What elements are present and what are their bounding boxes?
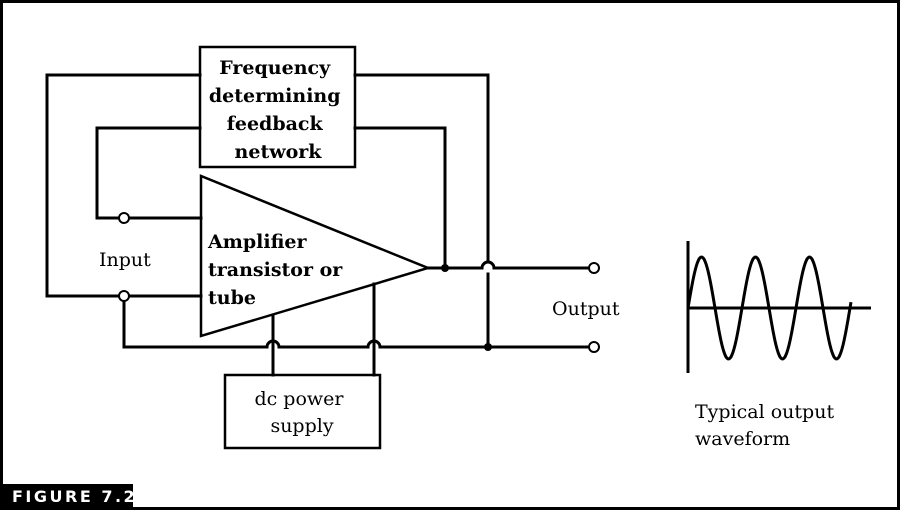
right-feedback-wire-upper: [353, 73, 490, 264]
waveform-label-line-1: Typical output: [695, 401, 834, 423]
power-supply-label: dc power supply: [254, 388, 349, 437]
amplifier-line-1: Amplifier: [207, 231, 307, 253]
amplifier-line-3: tube: [208, 287, 256, 309]
power-supply-line-1: dc power: [254, 388, 344, 410]
amplifier-triangle: [199, 174, 432, 338]
input-terminal-upper: [118, 212, 130, 224]
inner-right-feedback-wire: [353, 126, 447, 270]
power-supply-line-2: supply: [270, 415, 333, 437]
waveform-label: Typical output waveform: [695, 401, 840, 450]
inner-feedback-wire: [95, 126, 202, 220]
sine-waveform: [686, 255, 853, 361]
ground-line-a: [122, 299, 269, 349]
feedback-network-line-4: network: [235, 141, 323, 163]
input-label: Input: [99, 249, 151, 271]
waveform-label-line-2: waveform: [695, 428, 790, 450]
feedback-network-line-1: Frequency: [219, 57, 331, 79]
output-junction-dot: [441, 264, 449, 272]
wire-crossover-output: [480, 260, 496, 270]
output-terminal-lower: [588, 341, 600, 353]
feedback-network-label: Frequency determining feedback network: [209, 57, 347, 163]
power-supply-box: [223, 373, 382, 450]
feedback-network-line-2: determining: [209, 85, 341, 107]
feedback-network-box: [198, 45, 357, 169]
output-label: Output: [552, 298, 620, 320]
ground-junction-dot: [484, 343, 492, 351]
output-terminal-upper: [588, 262, 600, 274]
feedback-network-line-3: feedback: [227, 113, 324, 135]
input-terminal-lower: [118, 290, 130, 302]
amplifier-label: Amplifier transistor or tube: [207, 231, 349, 309]
outer-feedback-wire: [45, 73, 202, 298]
amplifier-line-2: transistor or: [208, 259, 343, 281]
figure-number-badge: FIGURE 7.21: [0, 484, 148, 510]
